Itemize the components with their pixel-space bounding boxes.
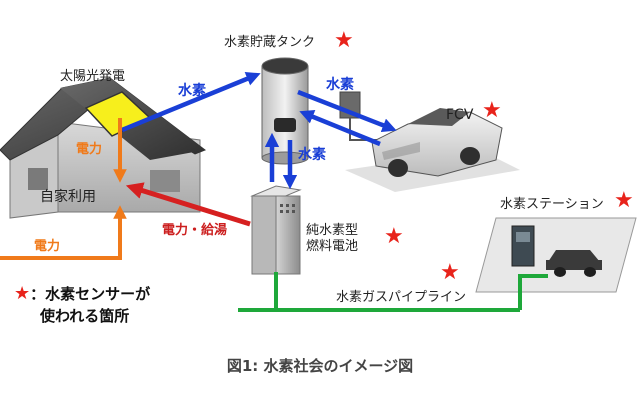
fcv-sensor-star-icon: ★ <box>482 98 502 123</box>
self-use-label: 自家利用 <box>40 189 96 205</box>
power-heat-arrow <box>125 182 251 227</box>
legend-text-line2: 使われる箇所 <box>40 307 130 325</box>
power-label-house: 電力 <box>76 142 103 157</box>
figure-caption: 図1: 水素社会のイメージ図 <box>226 357 414 375</box>
legend: ★：水素センサーが 使われる箇所 <box>14 283 150 327</box>
power-label-grid: 電力 <box>34 239 61 254</box>
tank-label: 水素貯蔵タンク <box>224 35 316 50</box>
power-lines <box>0 118 127 260</box>
fcv-car <box>339 91 520 192</box>
fuelcell-sensor-star-icon: ★ <box>384 224 404 249</box>
power-heat-label: 電力・給湯 <box>162 223 228 238</box>
hydrogen-label-fuelcell: 水素 <box>298 147 326 163</box>
fuelcell-label-line2: 燃料電池 <box>306 239 359 254</box>
tank-sensor-star-icon: ★ <box>334 28 354 53</box>
fcv-label: FCV <box>446 107 474 123</box>
hydrogen-label-solar: 水素 <box>178 83 206 99</box>
legend-line1: ★：水素センサーが <box>14 283 150 305</box>
hydrogen-station <box>475 217 637 293</box>
hydrogen-label-fcv: 水素 <box>326 77 354 93</box>
legend-text-line1: ：水素センサーが <box>30 285 151 303</box>
house <box>0 77 207 219</box>
pipeline-label: 水素ガスパイプライン <box>336 290 467 305</box>
pipeline-sensor-star-icon: ★ <box>440 260 460 285</box>
hydrogen-pipeline <box>238 272 548 312</box>
hydrogen-arrows <box>121 72 397 190</box>
solar-label: 太陽光発電 <box>60 69 126 84</box>
legend-star-icon: ★ <box>14 283 31 304</box>
station-label: 水素ステーション <box>500 197 604 212</box>
fuel-cell-unit <box>250 185 302 275</box>
fuelcell-label-line1: 純水素型 <box>306 223 359 238</box>
station-sensor-star-icon: ★ <box>614 188 634 213</box>
